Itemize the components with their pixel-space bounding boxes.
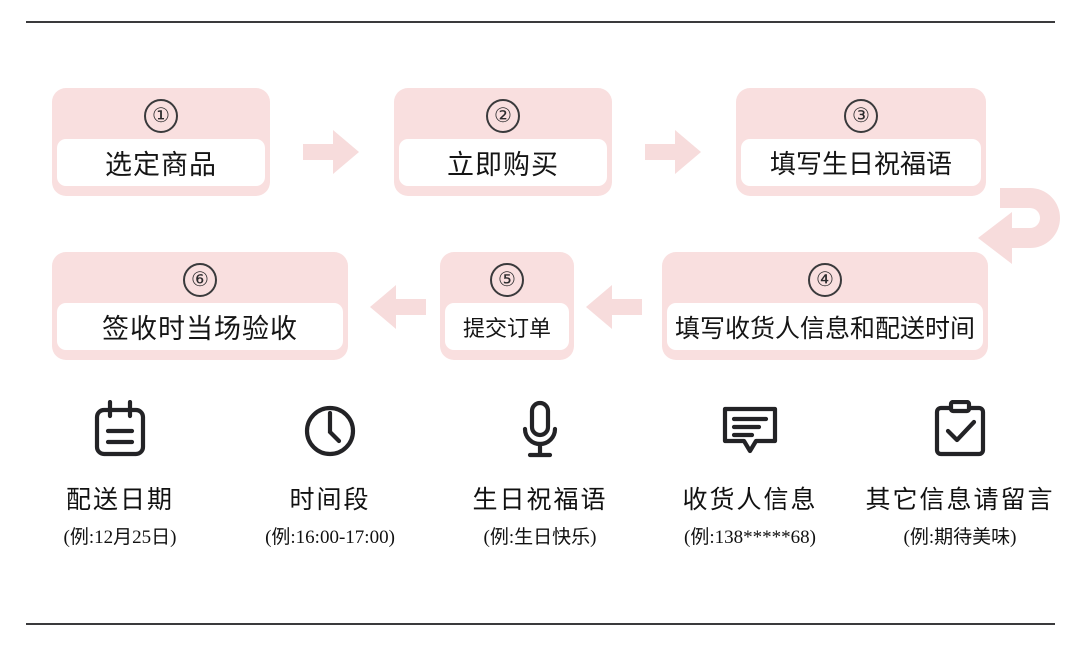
message-icon [719,398,781,462]
flow-step-5[interactable]: ⑤ 提交订单 [440,252,574,360]
info-item-birthday-message: 生日祝福语 (例:生日快乐) [442,398,638,549]
step-5-number: ⑤ [490,263,524,297]
step-5-label: 提交订单 [445,303,569,350]
info-item-time-slot: 时间段 (例:16:00-17:00) [232,398,428,549]
step-2-number: ② [486,99,520,133]
info-item-title: 时间段 [289,487,371,514]
flow-step-3[interactable]: ③ 填写生日祝福语 [736,88,986,196]
info-item-title: 其它信息请留言 [865,487,1055,514]
arrow-right-icon-step1-step2 [303,130,359,174]
flow-step-1[interactable]: ① 选定商品 [52,88,270,196]
step-2-number-cap: ② [399,93,607,139]
info-item-title: 生日祝福语 [472,487,608,514]
info-item-title: 配送日期 [65,487,174,514]
info-item-example: (例:12月25日) [63,527,177,548]
arrow-left-icon-step5-step6 [370,285,426,329]
step-4-label: 填写收货人信息和配送时间 [667,303,983,350]
info-item-example: (例:生日快乐) [483,527,597,548]
step-3-number: ③ [844,99,878,133]
flow-step-6[interactable]: ⑥ 签收时当场验收 [52,252,348,360]
info-item-recipient-info: 收货人信息 (例:138*****68) [652,398,848,549]
info-item-delivery-date: 配送日期 (例:12月25日) [22,398,218,549]
calendar-icon [91,398,149,462]
info-item-example: (例:期待美味) [903,527,1017,548]
step-1-number: ① [144,99,178,133]
top-divider-rule [26,21,1055,23]
step-2-label: 立即购买 [399,139,607,186]
clock-icon [301,398,359,462]
step-6-number-cap: ⑥ [57,257,343,303]
step-6-number: ⑥ [183,263,217,297]
clipboard-check-icon [931,398,989,462]
microphone-icon [511,398,569,462]
step-4-number: ④ [808,263,842,297]
arrow-uturn-icon-step3-step4 [978,186,1070,264]
info-item-example: (例:16:00-17:00) [265,527,395,548]
step-6-label: 签收时当场验收 [57,303,343,350]
flow-step-2[interactable]: ② 立即购买 [394,88,612,196]
info-item-example: (例:138*****68) [684,527,816,548]
step-3-label: 填写生日祝福语 [741,139,981,186]
arrow-left-icon-step4-step5 [586,285,642,329]
info-icon-row: 配送日期 (例:12月25日) 时间段 (例:16:00-17:00) [0,398,1080,549]
step-5-number-cap: ⑤ [445,257,569,303]
step-3-number-cap: ③ [741,93,981,139]
step-4-number-cap: ④ [667,257,983,303]
info-item-title: 收货人信息 [682,487,818,514]
flow-step-4[interactable]: ④ 填写收货人信息和配送时间 [662,252,988,360]
arrow-right-icon-step2-step3 [645,130,701,174]
info-item-other-remarks: 其它信息请留言 (例:期待美味) [862,398,1058,549]
step-1-label: 选定商品 [57,139,265,186]
bottom-divider-rule [26,623,1055,625]
step-1-number-cap: ① [57,93,265,139]
